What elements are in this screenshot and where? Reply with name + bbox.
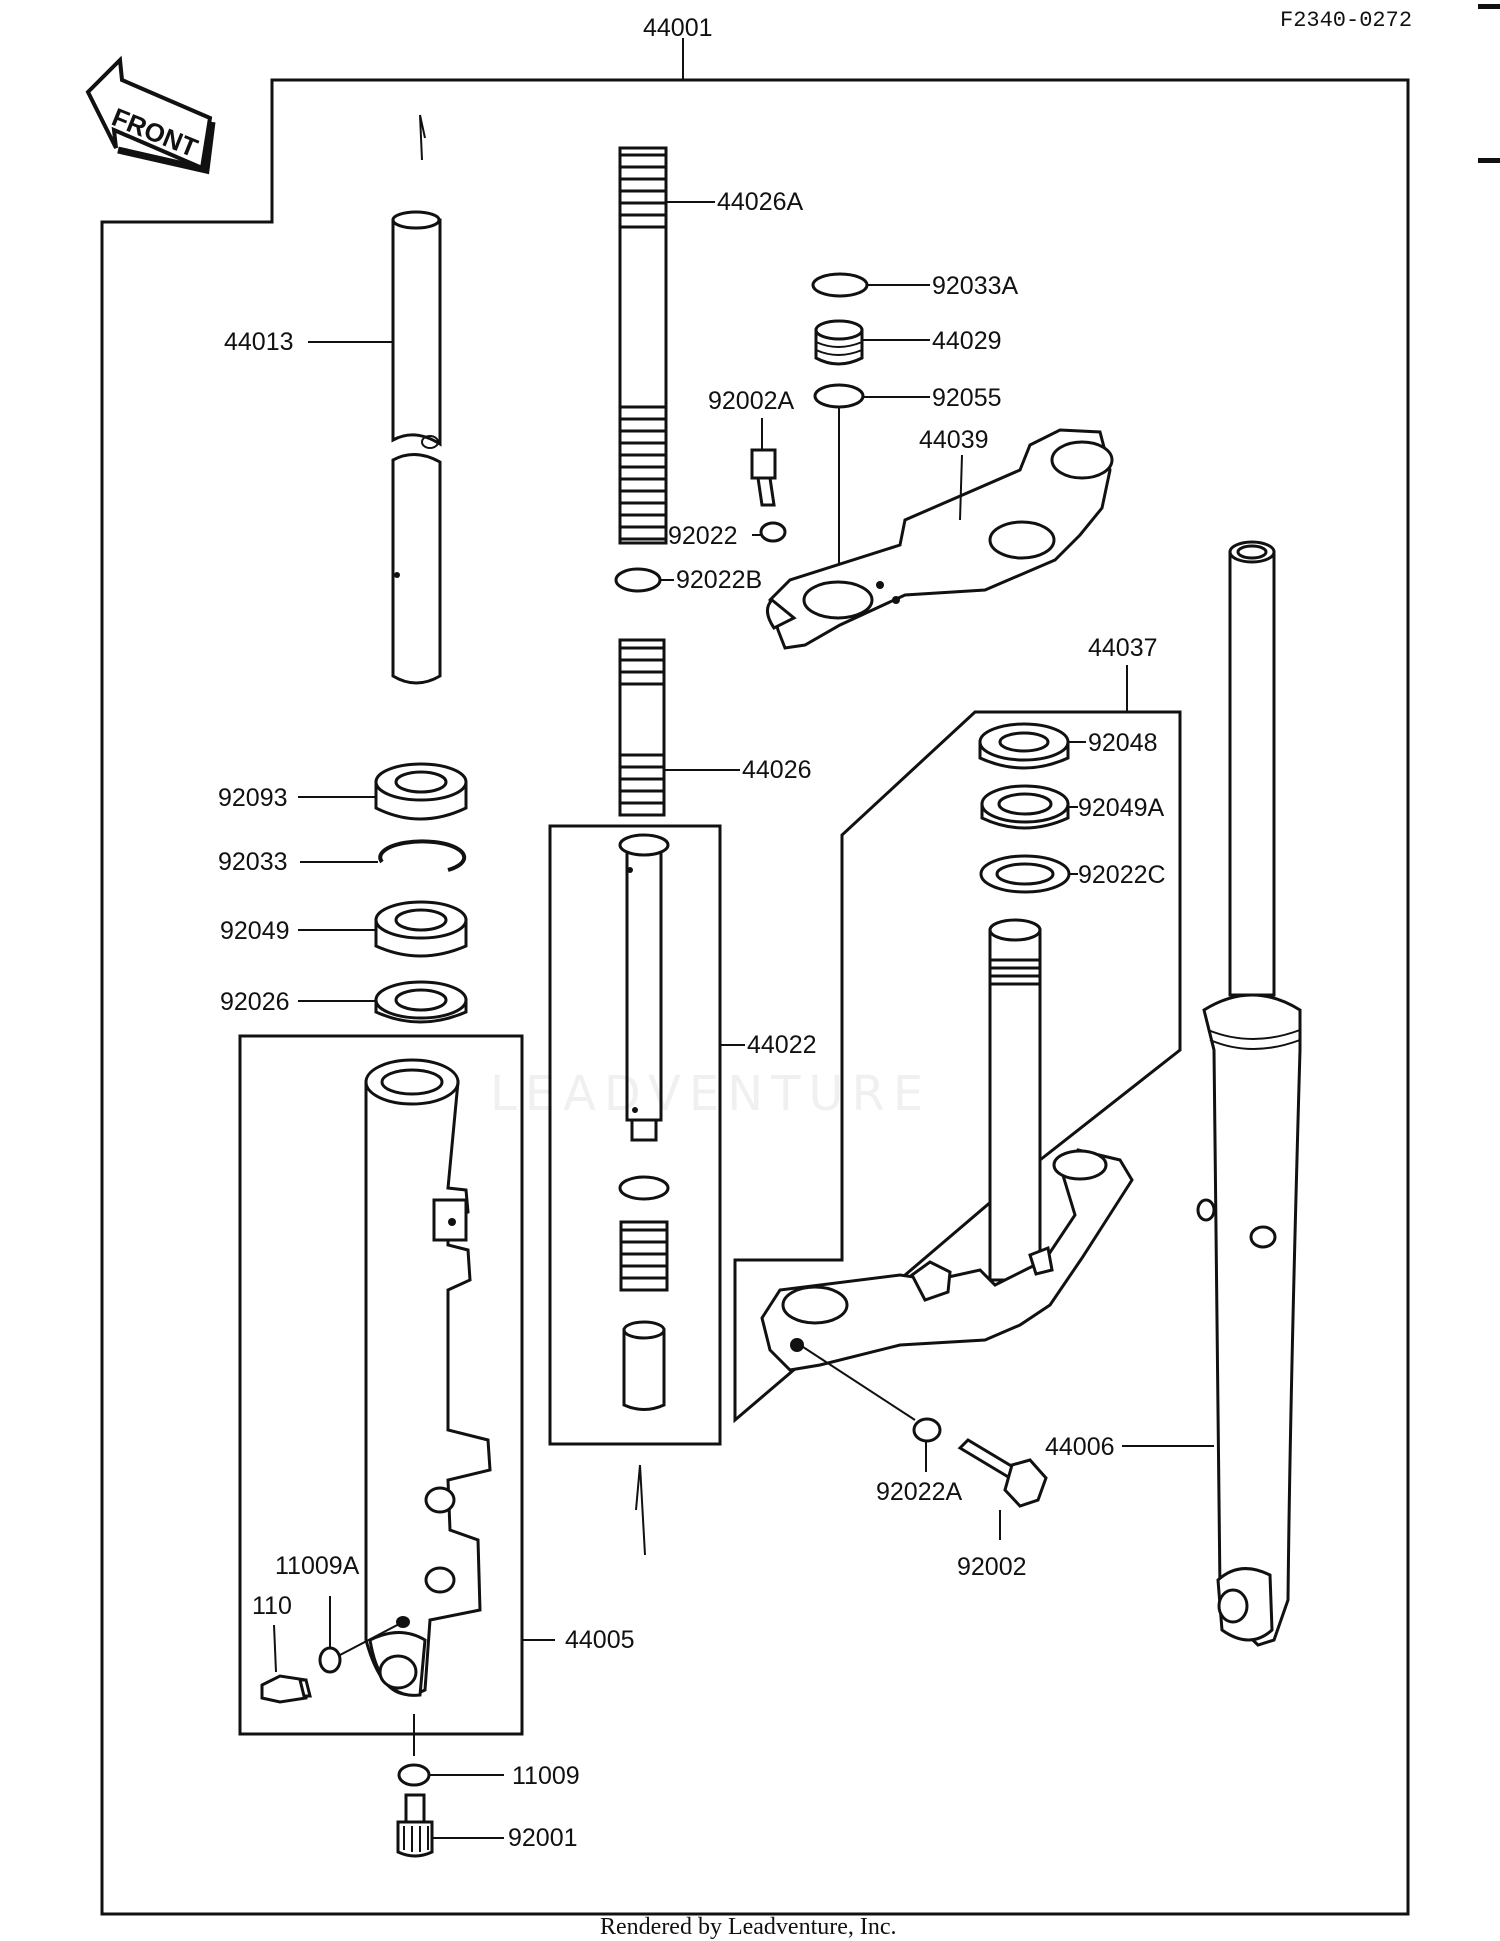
label-92022B: 92022B xyxy=(676,566,762,594)
label-44026: 44026 xyxy=(742,756,812,784)
label-44037: 44037 xyxy=(1088,634,1158,662)
part-44026-spring: 44026 xyxy=(618,638,812,817)
part-92093-dust-seal: 92093 xyxy=(218,762,468,821)
part-44013-inner-tube: 44013 xyxy=(224,114,442,685)
part-92022-washer: 92022 xyxy=(668,521,787,550)
label-44006: 44006 xyxy=(1045,1433,1115,1461)
label-92049: 92049 xyxy=(220,917,290,945)
label-44005: 44005 xyxy=(565,1626,635,1654)
label-92001: 92001 xyxy=(508,1824,578,1852)
label-92055: 92055 xyxy=(932,384,1002,412)
part-92022A-washer: 92022A xyxy=(799,1344,963,1506)
label-92022C: 92022C xyxy=(1078,861,1166,889)
label-92002A: 92002A xyxy=(708,387,795,415)
part-44006-fork-leg: 44006 xyxy=(1045,540,1302,1647)
watermark-text: LEADVENTURE xyxy=(490,1066,931,1122)
label-92033A: 92033A xyxy=(932,272,1019,300)
footer-credit: Rendered by Leadventure, Inc. xyxy=(600,1914,897,1940)
label-11009A: 11009A xyxy=(275,1552,360,1580)
part-44039-upper-bracket: 44039 xyxy=(766,426,1114,650)
diagram-ref-code: F2340-0272 xyxy=(1280,8,1412,33)
part-92002A-bolt: 92002A xyxy=(708,387,795,507)
part-92055-oring: 92055 xyxy=(813,383,1002,610)
label-44029: 44029 xyxy=(932,327,1002,355)
crop-mark xyxy=(1478,158,1500,163)
label-92033: 92033 xyxy=(218,848,288,876)
part-92049-oil-seal: 92049 xyxy=(220,900,468,958)
part-110-bolt: 110 xyxy=(252,1592,312,1704)
part-11009A-washer: 11009A xyxy=(275,1552,404,1674)
label-44039: 44039 xyxy=(919,426,989,454)
label-92022A: 92022A xyxy=(876,1478,963,1506)
label-44026A: 44026A xyxy=(717,188,804,216)
part-92033A-circlip: 92033A xyxy=(811,272,1019,300)
part-44005-outer-tube: 44005 xyxy=(238,1034,635,1736)
label-44001: 44001 xyxy=(643,14,713,42)
part-92001-bolt: 92001 xyxy=(396,1793,578,1858)
front-arrow-icon: FRONT xyxy=(85,55,216,175)
label-92048: 92048 xyxy=(1088,729,1158,757)
assembly-frame: 44001 xyxy=(100,14,1410,1916)
part-44022-damper-rod: 44022 xyxy=(548,824,817,1556)
label-92093: 92093 xyxy=(218,784,288,812)
part-92033-circlip: 92033 xyxy=(218,839,467,876)
label-92022: 92022 xyxy=(668,522,738,550)
label-92026: 92026 xyxy=(220,988,290,1016)
part-44026A-spring: 44026A xyxy=(618,146,804,545)
part-44029-cap: 44029 xyxy=(814,319,1002,366)
part-92022B-washer: 92022B xyxy=(614,566,762,594)
label-11009: 11009 xyxy=(512,1762,580,1790)
label-110: 110 xyxy=(252,1592,292,1620)
label-44022: 44022 xyxy=(747,1031,817,1059)
part-44037-steering-stem: 44037 92048 92049A 92022C xyxy=(733,634,1182,1424)
part-92026-washer: 92026 xyxy=(220,980,468,1024)
part-11009-washer: 11009 xyxy=(397,1714,580,1790)
part-92002-bolt: 92002 xyxy=(957,1438,1048,1581)
label-92049A: 92049A xyxy=(1078,794,1165,822)
label-92002: 92002 xyxy=(957,1553,1027,1581)
crop-mark xyxy=(1478,4,1500,9)
label-44013: 44013 xyxy=(224,328,294,356)
